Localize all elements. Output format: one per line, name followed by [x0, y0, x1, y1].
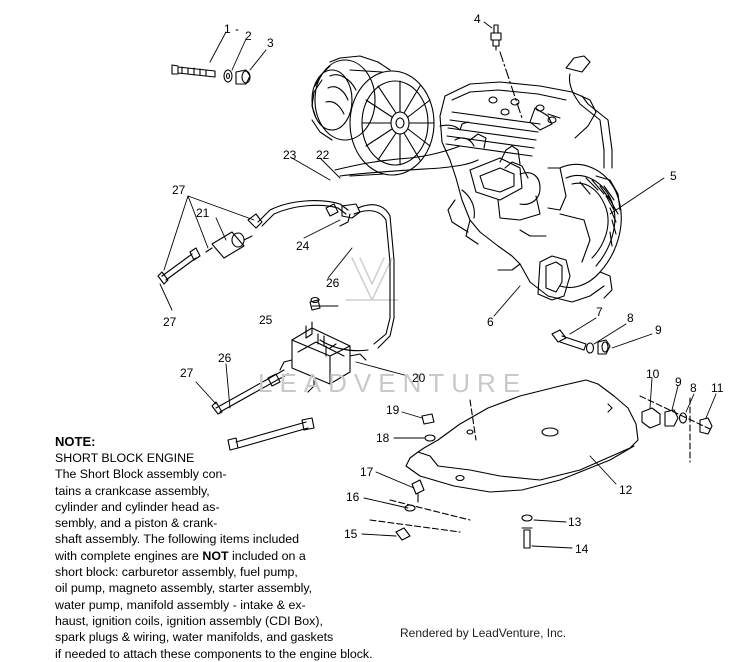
nut-part-9b — [664, 409, 679, 427]
fastener-part-17 — [411, 479, 425, 503]
nut-part-11 — [699, 417, 713, 435]
callout-26a: 26 — [326, 276, 340, 290]
callout-6: 6 — [487, 315, 494, 329]
fastener-part-15 — [395, 527, 411, 541]
washer-part-2 — [223, 69, 233, 83]
leader-lines — [159, 21, 717, 549]
lower-centerline — [369, 499, 471, 533]
callout-8b: 8 — [690, 381, 697, 395]
spacer-part-10 — [641, 407, 661, 429]
watermark-logo — [345, 257, 399, 301]
fastener-part-19 — [421, 413, 435, 425]
washer-part-8a — [585, 342, 595, 354]
callout-2: 2 — [245, 29, 252, 43]
callout-4: 4 — [474, 12, 481, 26]
oil-hoses — [211, 339, 369, 451]
watermark-text: LEADVENTURE — [258, 368, 527, 398]
note-line: with complete engines are NOT included o… — [55, 548, 306, 563]
callout-20: 20 — [412, 371, 426, 385]
bolt-part-7 — [551, 329, 587, 351]
bolt-part-1 — [171, 64, 216, 78]
engine-block — [439, 81, 622, 303]
callout-9b: 9 — [675, 375, 682, 389]
spark-plug-part-4 — [490, 24, 502, 51]
callout-5: 5 — [670, 169, 677, 183]
callout-12: 12 — [619, 483, 633, 497]
note-line: haust, ignition coils, ignition assembly… — [55, 613, 323, 628]
cap-part-25 — [309, 296, 321, 311]
callout-23: 23 — [283, 148, 297, 162]
rendered-by-credit: Rendered by LeadVenture, Inc. — [400, 626, 567, 640]
callout-18: 18 — [376, 431, 390, 445]
note-line: oil pump, magneto assembly, starter asse… — [55, 581, 313, 596]
callout-27c: 27 — [180, 366, 194, 380]
note-line: water pump, manifold assembly - intake &… — [55, 597, 306, 612]
short-block-note: NOTE: SHORT BLOCK ENGINE The Short Block… — [55, 434, 400, 662]
right-centerline-2 — [639, 395, 713, 431]
note-line: sembly, and a piston & crank- — [55, 516, 218, 531]
callout-10: 10 — [646, 367, 660, 381]
callout-8a: 8 — [627, 311, 634, 325]
callout-1: 1 — [224, 22, 231, 36]
plug-wire-cap — [565, 55, 613, 169]
note-line: shaft assembly. The following items incl… — [55, 532, 300, 547]
note-line: short block: carburetor assembly, fuel p… — [55, 565, 298, 580]
callout-9a: 9 — [655, 323, 662, 337]
nut-part-9a — [597, 339, 611, 355]
callout-27a: 27 — [172, 183, 186, 197]
bolt-part-14 — [521, 527, 533, 549]
callout-24: 24 — [296, 239, 310, 253]
nut-part-3 — [235, 69, 251, 85]
callout-16: 16 — [346, 490, 360, 504]
callout-labels: 1 2 3 4 5 6 7 8 8 9 9 10 11 12 13 14 15 … — [163, 12, 724, 556]
callout-21: 21 — [196, 206, 210, 220]
note-line: SHORT BLOCK ENGINE — [55, 451, 195, 465]
note-title: NOTE: — [55, 434, 96, 449]
callout-25: 25 — [259, 313, 273, 327]
plug-centerline — [499, 51, 523, 119]
fuel-line-assembly — [157, 200, 395, 349]
note-line: if needed to attach these components to … — [55, 646, 373, 661]
fastener-part-13 — [521, 514, 533, 522]
note-line: The Short Block assembly con- — [55, 467, 227, 482]
callout-27b: 27 — [163, 315, 177, 329]
harness-cables — [334, 121, 547, 237]
callout-13: 13 — [568, 515, 582, 529]
callout-11: 11 — [711, 381, 724, 395]
note-line: cylinder and cylinder head as- — [55, 499, 220, 514]
fastener-part-18 — [424, 434, 436, 442]
callout-19: 19 — [386, 403, 400, 417]
callout-17: 17 — [360, 465, 374, 479]
callout-7: 7 — [596, 305, 603, 319]
callout-3: 3 — [267, 36, 274, 50]
callout-15: 15 — [344, 527, 358, 541]
flywheel-assembly — [311, 55, 435, 177]
note-line: spark plugs & wiring, water manifolds, a… — [55, 630, 334, 645]
plate-bolt-centerline — [469, 399, 477, 441]
note-line: tains a crankcase assembly, — [55, 483, 210, 498]
callout-22: 22 — [316, 148, 330, 162]
callout-26b: 26 — [218, 351, 232, 365]
engine-parts-diagram: LEADVENTURE 1 2 3 4 5 6 7 8 8 9 9 10 11 … — [157, 12, 724, 556]
mounting-plate-part-12 — [405, 379, 639, 493]
callout-14: 14 — [575, 542, 589, 556]
